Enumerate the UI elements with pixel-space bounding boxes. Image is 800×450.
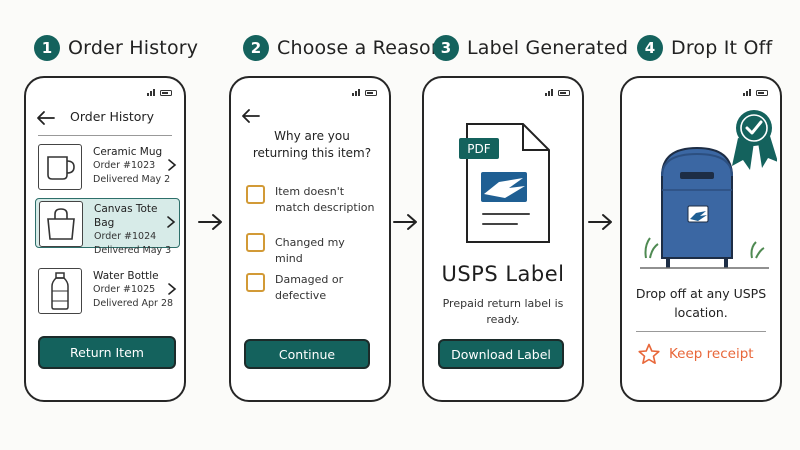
item-details: Canvas Tote Bag Order #1024 Delivered Ma… [94,202,179,258]
reason-label: Item doesn't match description [275,185,375,214]
step-title: Label Generated [467,37,629,59]
item-name: Ceramic Mug [93,146,163,158]
step-number: 2 [243,35,269,61]
status-bar [352,89,377,96]
mug-icon [47,156,75,180]
back-arrow-icon[interactable] [36,110,56,126]
continue-button[interactable]: Continue [244,339,370,369]
keep-receipt: Keep receipt [638,343,754,365]
order-item-water-bottle[interactable]: Water Bottle Order #1025 Delivered Apr 2… [35,266,180,316]
signal-icon [545,89,553,96]
order-item-ceramic-mug[interactable]: Ceramic Mug Order #1023 Delivered May 2 [35,142,180,192]
step-number: 4 [637,35,663,61]
phone-label-generated: PDF USPS Label Prepaid return label is r… [422,76,584,402]
order-number: Order #1024 [94,231,157,242]
battery-icon [365,89,377,96]
order-item-canvas-tote-bag[interactable]: Canvas Tote Bag Order #1024 Delivered Ma… [35,198,180,256]
product-thumbnail [39,201,83,247]
check-badge-icon [732,110,777,170]
delivery-date: Delivered Apr 28 [93,298,174,309]
arrow-right-icon [588,214,612,230]
step-4-header: 4 Drop It Off [637,34,772,62]
reason-label: Damaged or defective [275,273,344,302]
status-bar [743,89,768,96]
battery-icon [558,89,570,96]
phone-choose-reason: Why are you returning this item? Item do… [229,76,391,402]
signal-icon [352,89,360,96]
reason-checkbox[interactable] [246,233,265,252]
pdf-document-icon: PDF [459,123,550,243]
signal-icon [743,89,751,96]
product-thumbnail [38,144,82,190]
drop-off-message: Drop off at any USPS location. [635,286,767,320]
header-divider [38,135,172,136]
label-title: USPS Label [441,262,565,286]
item-details: Water Bottle Order #1025 Delivered Apr 2… [93,269,173,311]
reason-checkbox[interactable] [246,273,265,292]
arrow-right-icon [393,214,417,230]
reason-option-damaged[interactable]: Damaged or defective [246,272,345,304]
product-thumbnail [38,268,82,314]
return-item-button[interactable]: Return Item [38,336,176,369]
chevron-right-icon [168,283,177,295]
back-arrow-icon[interactable] [241,108,261,124]
arrow-right-icon [198,214,222,230]
item-name: Canvas Tote Bag [94,203,158,229]
step-title: Order History [68,37,199,59]
status-bar [545,89,570,96]
step-number: 3 [433,35,459,61]
chevron-right-icon [168,159,177,171]
order-number: Order #1023 [93,160,156,171]
phone-order-history: Order History Ceramic Mug Order #1023 De… [24,76,186,402]
status-bar [147,89,172,96]
reason-question: Why are you returning this item? [252,129,372,160]
water-bottle-icon [51,272,69,310]
star-icon [638,343,660,364]
item-details: Ceramic Mug Order #1023 Delivered May 2 [93,145,170,187]
step-title: Choose a Reason [277,37,444,59]
keep-receipt-label: Keep receipt [669,346,754,362]
step-3-header: 3 Label Generated [433,34,628,62]
item-name: Water Bottle [93,270,159,282]
order-number: Order #1025 [93,284,156,295]
phone-drop-off: Drop off at any USPS location. Keep rece… [620,76,782,402]
battery-icon [756,89,768,96]
reason-option-changed-mind[interactable]: Changed my mind [246,232,375,267]
step-2-header: 2 Choose a Reason [243,34,443,62]
pdf-badge: PDF [467,142,490,156]
chevron-right-icon [167,216,176,228]
step-number: 1 [34,35,60,61]
divider [636,331,766,332]
page-title: Order History [70,109,154,124]
signal-icon [147,89,155,96]
reason-option-not-match[interactable]: Item doesn't match description [246,184,375,216]
usps-eagle-logo [481,172,527,202]
battery-icon [160,89,172,96]
tote-bag-icon [47,208,75,240]
label-subtitle: Prepaid return label is ready. [442,297,564,326]
step-title: Drop It Off [671,37,773,59]
mailbox-illustration [640,110,777,269]
delivery-date: Delivered May 2 [93,174,171,185]
step-1-header: 1 Order History [34,34,198,62]
delivery-date: Delivered May 3 [94,245,172,256]
download-label-button[interactable]: Download Label [438,339,564,369]
reason-checkbox[interactable] [246,185,265,204]
reason-label: Changed my mind [275,236,345,265]
